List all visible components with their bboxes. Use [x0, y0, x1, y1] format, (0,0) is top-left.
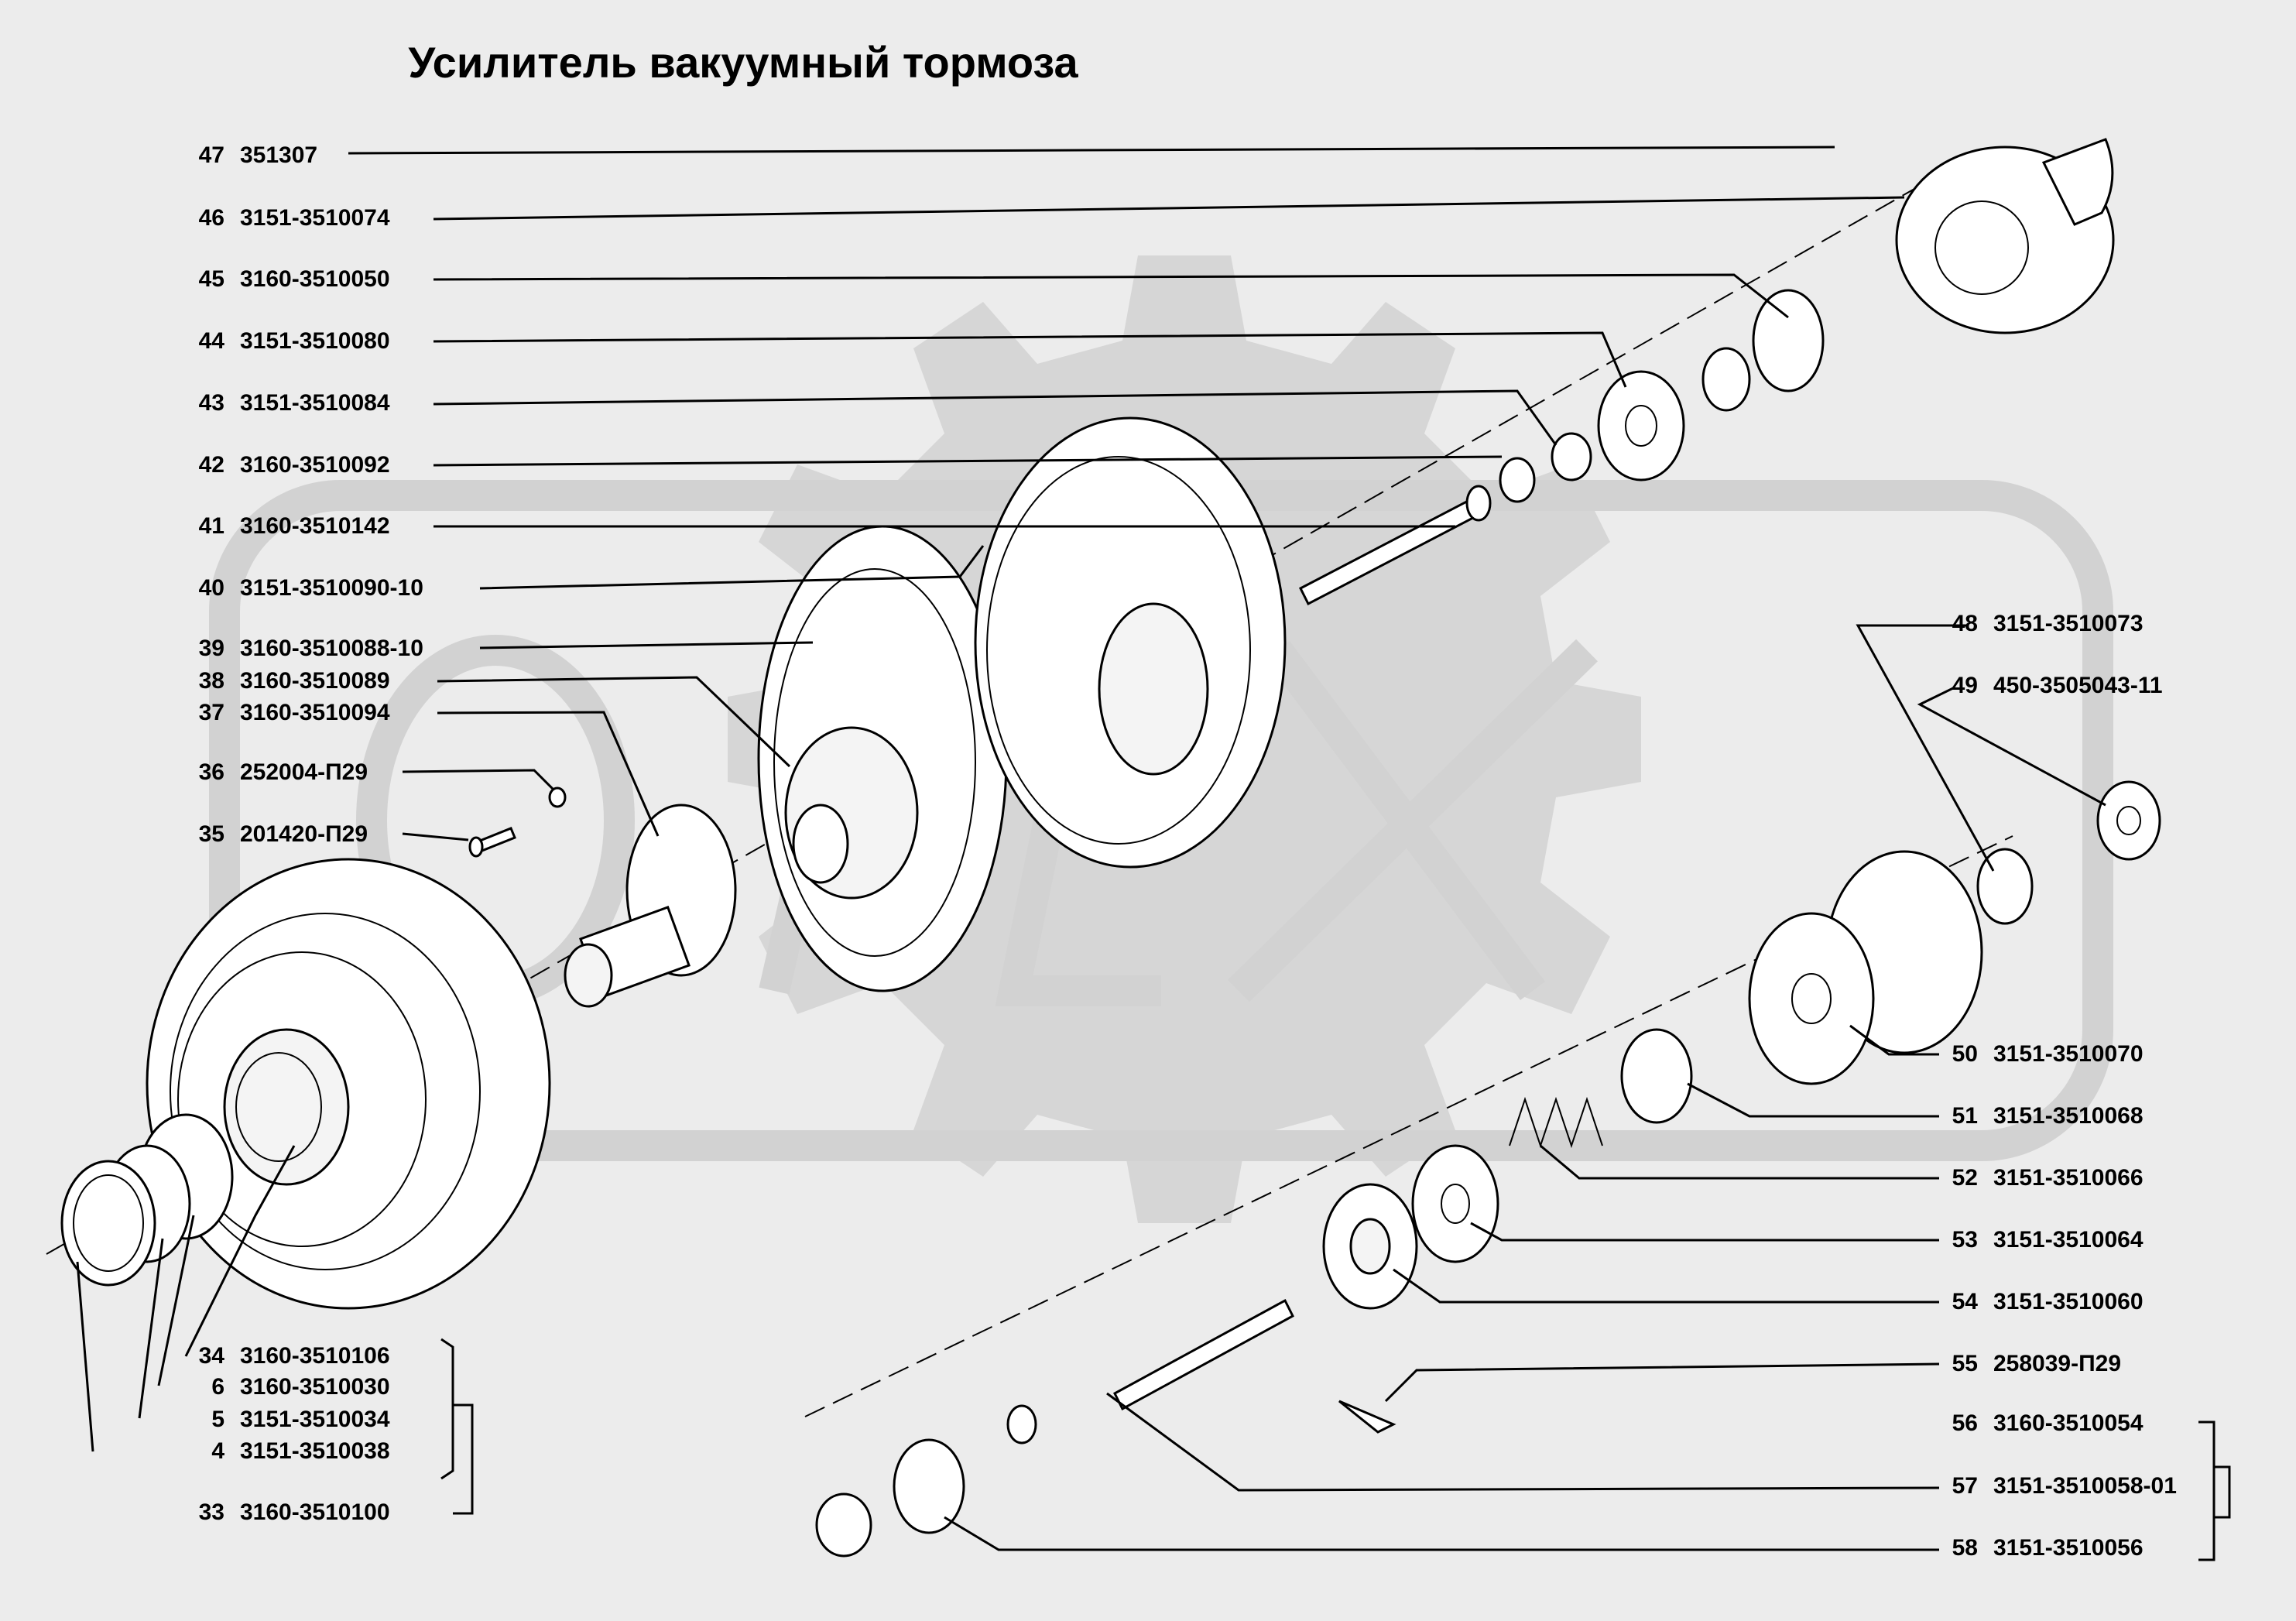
- leader-lines: [76, 146, 2231, 1561]
- rings-4-5-6: [60, 1113, 234, 1287]
- push-rod: [1298, 485, 1492, 606]
- screw-and-washer: [468, 787, 567, 858]
- lower-assembly: [1322, 780, 2161, 1310]
- valve-body-and-cover: [1701, 138, 2115, 412]
- diaphragm-plate: [757, 525, 1008, 992]
- front-housing: [974, 416, 1287, 869]
- rear-housing: [146, 858, 551, 1310]
- seal-and-valve-parts: [1499, 370, 1685, 503]
- watermark-letter-x: [1228, 639, 1598, 1002]
- plunger-assembly: [815, 1298, 1396, 1558]
- page-title: Усилитель вакуумный тормоза: [408, 38, 1078, 87]
- piston-hub: [564, 804, 737, 1008]
